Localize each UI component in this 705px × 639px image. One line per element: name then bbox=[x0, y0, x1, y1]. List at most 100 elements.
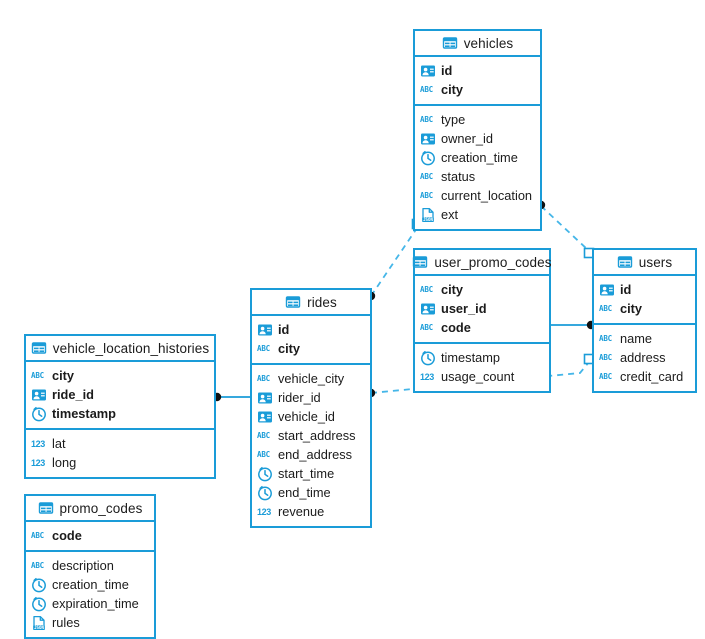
table-header-rides[interactable]: rides bbox=[252, 290, 370, 316]
field-revenue[interactable]: 123 revenue bbox=[252, 502, 370, 521]
table-grid-icon bbox=[442, 35, 458, 51]
table-header-users[interactable]: users bbox=[594, 250, 695, 276]
field-end_time[interactable]: end_time bbox=[252, 483, 370, 502]
abc-text-icon: ABC bbox=[599, 371, 612, 381]
pk-field-id[interactable]: id bbox=[415, 61, 540, 80]
field-label: rider_id bbox=[278, 390, 321, 405]
table-grid-icon bbox=[412, 254, 428, 270]
pk-field-timestamp[interactable]: timestamp bbox=[26, 404, 214, 423]
field-label: long bbox=[52, 455, 77, 470]
field-label: revenue bbox=[278, 504, 325, 519]
svg-text:JSON: JSON bbox=[423, 217, 433, 222]
pk-field-id[interactable]: id bbox=[252, 320, 370, 339]
field-label: ext bbox=[441, 207, 459, 222]
field-owner_id[interactable]: owner_id bbox=[415, 129, 540, 148]
field-vehicle_id[interactable]: vehicle_id bbox=[252, 407, 370, 426]
id-card-icon bbox=[257, 322, 273, 338]
id-card-icon bbox=[257, 409, 273, 425]
field-label: creation_time bbox=[441, 150, 518, 165]
field-label: creation_time bbox=[52, 577, 129, 592]
number-123-icon: 123 bbox=[31, 438, 45, 449]
field-label: timestamp bbox=[52, 406, 117, 421]
id-card-icon bbox=[257, 390, 273, 406]
clock-icon bbox=[420, 150, 436, 166]
field-start_time[interactable]: start_time bbox=[252, 464, 370, 483]
abc-text-icon: ABC bbox=[31, 370, 44, 380]
table-header-user_promo_codes[interactable]: user_promo_codes bbox=[412, 250, 551, 276]
field-start_address[interactable]: ABC start_address bbox=[252, 426, 370, 445]
clock-icon bbox=[257, 466, 273, 482]
field-ext[interactable]: JSON ext bbox=[415, 205, 540, 224]
pk-field-id[interactable]: id bbox=[594, 280, 695, 299]
pk-field-ride_id[interactable]: ride_id bbox=[26, 385, 214, 404]
table-grid-icon bbox=[285, 294, 301, 310]
abc-text-icon: ABC bbox=[420, 114, 433, 124]
table-header-vehicle_location_histories[interactable]: vehicle_location_histories bbox=[26, 336, 214, 362]
field-rider_id[interactable]: rider_id bbox=[252, 388, 370, 407]
id-card-icon bbox=[31, 387, 47, 403]
abc-text-icon: ABC bbox=[599, 303, 612, 313]
field-label: id bbox=[620, 282, 632, 297]
pk-field-user_id[interactable]: user_id bbox=[415, 299, 549, 318]
field-label: start_address bbox=[278, 428, 356, 443]
table-header-promo_codes[interactable]: promo_codes bbox=[26, 496, 154, 522]
abc-text-icon: ABC bbox=[420, 190, 433, 200]
field-timestamp[interactable]: timestamp bbox=[415, 348, 549, 367]
pk-field-city[interactable]: ABC city bbox=[26, 366, 214, 385]
field-expiration_time[interactable]: expiration_time bbox=[26, 594, 154, 613]
abc-text-icon: ABC bbox=[420, 322, 433, 332]
field-creation_time[interactable]: creation_time bbox=[415, 148, 540, 167]
field-label: end_address bbox=[278, 447, 352, 462]
relationship-vehicle_location_histories-to-rides[interactable] bbox=[212, 392, 250, 402]
id-card-icon bbox=[599, 282, 615, 298]
field-label: city bbox=[52, 368, 75, 383]
field-label: owner_id bbox=[441, 131, 493, 146]
abc-text-icon: ABC bbox=[420, 84, 433, 94]
table-header-vehicles[interactable]: vehicles bbox=[415, 31, 540, 57]
relationship-user_promo_codes-to-users[interactable] bbox=[551, 320, 596, 330]
table-grid-icon bbox=[38, 500, 54, 516]
abc-text-icon: ABC bbox=[599, 352, 612, 362]
primary-key-section-vehicle_location_histories: ABC city ride_id timestamp bbox=[26, 362, 214, 430]
clock-icon bbox=[31, 596, 47, 612]
svg-text:JSON: JSON bbox=[34, 625, 44, 630]
field-creation_time[interactable]: creation_time bbox=[26, 575, 154, 594]
table-title: users bbox=[638, 254, 673, 270]
number-123-icon: 123 bbox=[257, 506, 271, 517]
abc-text-icon: ABC bbox=[31, 530, 44, 540]
abc-text-icon: ABC bbox=[420, 171, 433, 181]
field-label: expiration_time bbox=[52, 596, 139, 611]
abc-text-icon: ABC bbox=[257, 430, 270, 440]
